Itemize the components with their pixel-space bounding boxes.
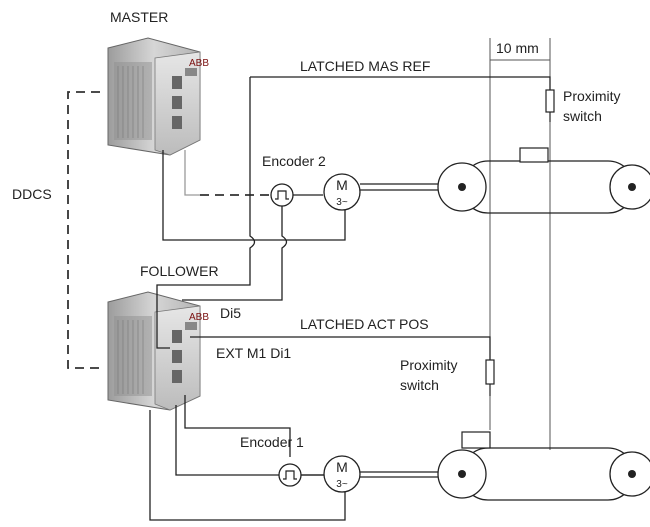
latched-mas-ref-label: LATCHED MAS REF [300, 58, 430, 74]
bottom-proximity-label-line1: Proximity [400, 357, 458, 373]
encoder2-label: Encoder 2 [262, 153, 326, 169]
latched-mas-ref-line [250, 76, 551, 90]
follower-encoder1-cable [184, 395, 291, 457]
encoder2-to-follower [182, 205, 288, 301]
top-proximity-label-line1: Proximity [563, 88, 621, 104]
latched-mas-ref-down [156, 77, 256, 349]
top-proximity-label-line2: switch [563, 108, 602, 124]
svg-text:ABB: ABB [189, 312, 209, 323]
ten-mm-label: 10 mm [496, 40, 539, 56]
di5-label: Di5 [220, 305, 241, 321]
motor1-label: M [336, 459, 348, 475]
ddcs-label: DDCS [12, 186, 52, 202]
master-drive: ABB [107, 37, 209, 156]
latched-act-pos-line [190, 336, 491, 360]
ext-m1-di1-label: EXT M1 Di1 [216, 345, 291, 361]
motor1-symbol: M 3~ [323, 455, 361, 493]
motor1-phase-label: 3~ [336, 479, 348, 490]
follower-label: FOLLOWER [140, 263, 219, 279]
follower-drive: ABB [107, 291, 209, 411]
top-conveyor [437, 147, 650, 214]
encoder1-label: Encoder 1 [240, 434, 304, 450]
svg-text:ABB: ABB [189, 58, 209, 69]
master-encoder2-lead [184, 150, 200, 196]
bottom-proximity-switch [485, 359, 495, 396]
motor2-label: M [336, 177, 348, 193]
latched-act-pos-label: LATCHED ACT POS [300, 316, 429, 332]
bottom-proximity-label-line2: switch [400, 377, 439, 393]
ten-mm-gap-indicator [489, 38, 551, 450]
master-label: MASTER [110, 9, 168, 25]
motor2-symbol: M 3~ [323, 173, 361, 211]
encoder2-symbol [270, 183, 294, 207]
bottom-conveyor [437, 431, 650, 501]
follower-motor1-power-cable [175, 405, 325, 476]
ddcs-link [67, 91, 100, 369]
top-proximity-switch [545, 89, 555, 122]
encoder1-symbol [278, 463, 302, 487]
motor2-phase-label: 3~ [336, 197, 348, 208]
follower-bottom-return-cable [149, 410, 346, 521]
